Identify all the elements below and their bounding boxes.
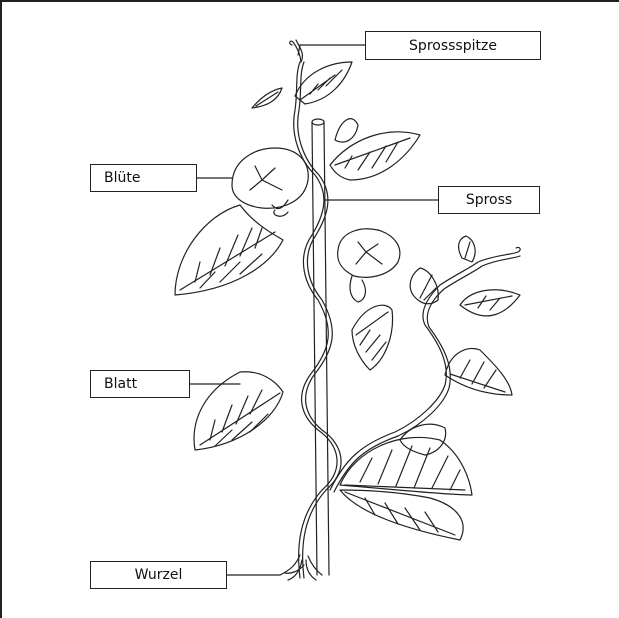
leaf-group	[175, 62, 520, 540]
label-bluete-text: Blüte	[104, 170, 140, 186]
label-bluete: Blüte	[90, 164, 197, 192]
label-blatt: Blatt	[90, 370, 190, 398]
label-spross: Spross	[438, 186, 540, 214]
roots	[280, 555, 322, 580]
main-stem	[290, 40, 341, 578]
label-spross-text: Spross	[466, 192, 512, 208]
label-blatt-text: Blatt	[104, 376, 137, 392]
label-wurzel: Wurzel	[90, 561, 227, 589]
label-sprossspitze: Sprossspitze	[365, 31, 541, 60]
label-wurzel-text: Wurzel	[135, 567, 183, 583]
label-sprossspitze-text: Sprossspitze	[409, 38, 497, 54]
